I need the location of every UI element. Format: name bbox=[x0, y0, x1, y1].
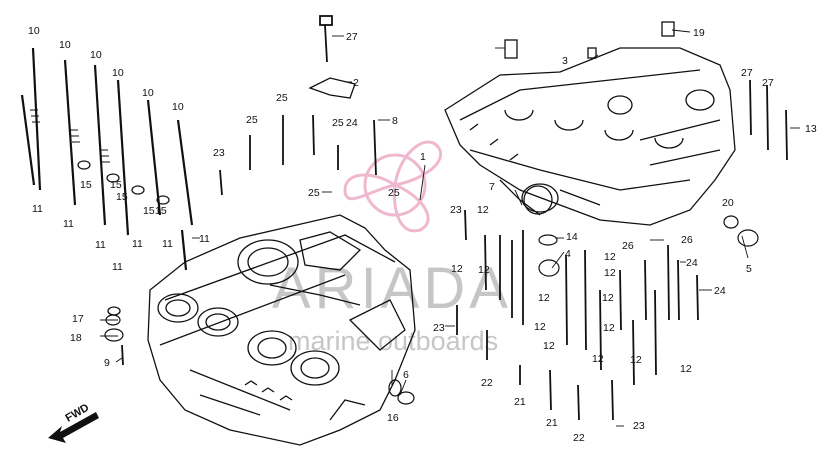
callout-label: 11 bbox=[95, 239, 106, 251]
callout-label: 4 bbox=[565, 248, 571, 260]
callout-label: 24 bbox=[346, 117, 358, 129]
callout-label: 23 bbox=[433, 322, 445, 334]
callout-label: 11 bbox=[162, 238, 173, 250]
callout-label: 23 bbox=[213, 147, 225, 159]
callout-label: 12 bbox=[602, 292, 614, 304]
callout-label: 12 bbox=[538, 292, 550, 304]
callout-label: 3 bbox=[562, 55, 568, 67]
callout-label: 27 bbox=[741, 67, 753, 79]
callout-label: 24 bbox=[714, 285, 726, 297]
callout-label: 12 bbox=[543, 340, 555, 352]
callout-label: 11 bbox=[112, 261, 123, 273]
callout-label: 16 bbox=[387, 412, 399, 424]
callout-label: 11 bbox=[63, 218, 74, 230]
callout-label: 1 bbox=[420, 151, 426, 163]
long-studs bbox=[20, 47, 194, 271]
callout-label: 12 bbox=[478, 264, 490, 276]
leader-lines bbox=[100, 29, 800, 427]
callout-label: 24 bbox=[686, 257, 698, 269]
upper-crankcase bbox=[444, 47, 736, 226]
callout-label: 25 bbox=[276, 92, 288, 104]
callout-label: 18 bbox=[70, 332, 82, 344]
callout-label: 12 bbox=[604, 251, 616, 263]
callout-label: 12 bbox=[451, 263, 463, 275]
callout-label: 12 bbox=[477, 204, 489, 216]
callout-label: 15 bbox=[116, 191, 128, 203]
callout-label: 21 bbox=[514, 396, 526, 408]
callout-label: 14 bbox=[566, 231, 578, 243]
callout-label: 10 bbox=[112, 67, 124, 79]
callout-label: 23 bbox=[633, 420, 645, 432]
callout-label: 12 bbox=[680, 363, 692, 375]
callout-label: 25 bbox=[388, 187, 400, 199]
callout-label: 25 bbox=[332, 117, 344, 129]
small-parts bbox=[107, 21, 675, 316]
callout-label: 12 bbox=[603, 322, 615, 334]
callout-label: 15 bbox=[80, 179, 92, 191]
callout-label: 11 bbox=[132, 238, 143, 250]
callout-label: 25 bbox=[308, 187, 320, 199]
callout-label: 22 bbox=[573, 432, 585, 444]
propeller-logo-icon bbox=[343, 140, 443, 233]
callout-label: 9 bbox=[104, 357, 110, 369]
callout-label: 27 bbox=[762, 77, 774, 89]
lower-crankcase bbox=[147, 214, 416, 446]
callout-label: 2 bbox=[353, 77, 359, 89]
callout-label: 5 bbox=[746, 263, 752, 275]
callout-label: 8 bbox=[392, 115, 398, 127]
callout-label: 12 bbox=[604, 267, 616, 279]
callout-label: 19 bbox=[693, 27, 705, 39]
callout-label: 11 bbox=[199, 233, 210, 245]
callout-label: 22 bbox=[481, 377, 493, 389]
callout-label: 11 bbox=[32, 203, 43, 215]
callout-label: 10 bbox=[90, 49, 102, 61]
callout-label: 17 bbox=[72, 313, 84, 325]
callout-labels: 1 2 3 4 5 6 7 8 9 10 11 12 13 14 15 16 1… bbox=[28, 25, 817, 424]
callout-label: 15 bbox=[155, 205, 167, 217]
callout-label: 20 bbox=[722, 197, 734, 209]
callout-label: 6 bbox=[403, 369, 409, 381]
watermark-brand: ARIADA bbox=[272, 256, 512, 321]
callout-label: 15 bbox=[110, 179, 122, 191]
callout-label: 13 bbox=[805, 123, 817, 135]
callout-label: 7 bbox=[489, 181, 495, 193]
callout-label: 15 bbox=[143, 205, 155, 217]
callout-label: 10 bbox=[59, 39, 71, 51]
callout-label: 23 bbox=[450, 204, 462, 216]
callout-label: 26 bbox=[681, 234, 693, 246]
watermark-tagline: marine outboards bbox=[288, 326, 498, 356]
fwd-arrow: FWD bbox=[48, 402, 99, 443]
callout-label: 12 bbox=[592, 353, 604, 365]
callout-label: 21 bbox=[546, 417, 558, 429]
bolts bbox=[121, 15, 788, 421]
callout-label: 10 bbox=[172, 101, 184, 113]
washers bbox=[77, 160, 759, 405]
callout-label: 27 bbox=[346, 31, 358, 43]
stud-threads bbox=[30, 109, 110, 163]
watermark: ARIADA marine outboards bbox=[272, 140, 512, 356]
callout-label: 10 bbox=[142, 87, 154, 99]
callout-label: 12 bbox=[630, 354, 642, 366]
callout-label: 25 bbox=[246, 114, 258, 126]
callout-label: 26 bbox=[622, 240, 634, 252]
callout-label: 10 bbox=[28, 25, 40, 37]
callout-label: 12 bbox=[534, 321, 546, 333]
